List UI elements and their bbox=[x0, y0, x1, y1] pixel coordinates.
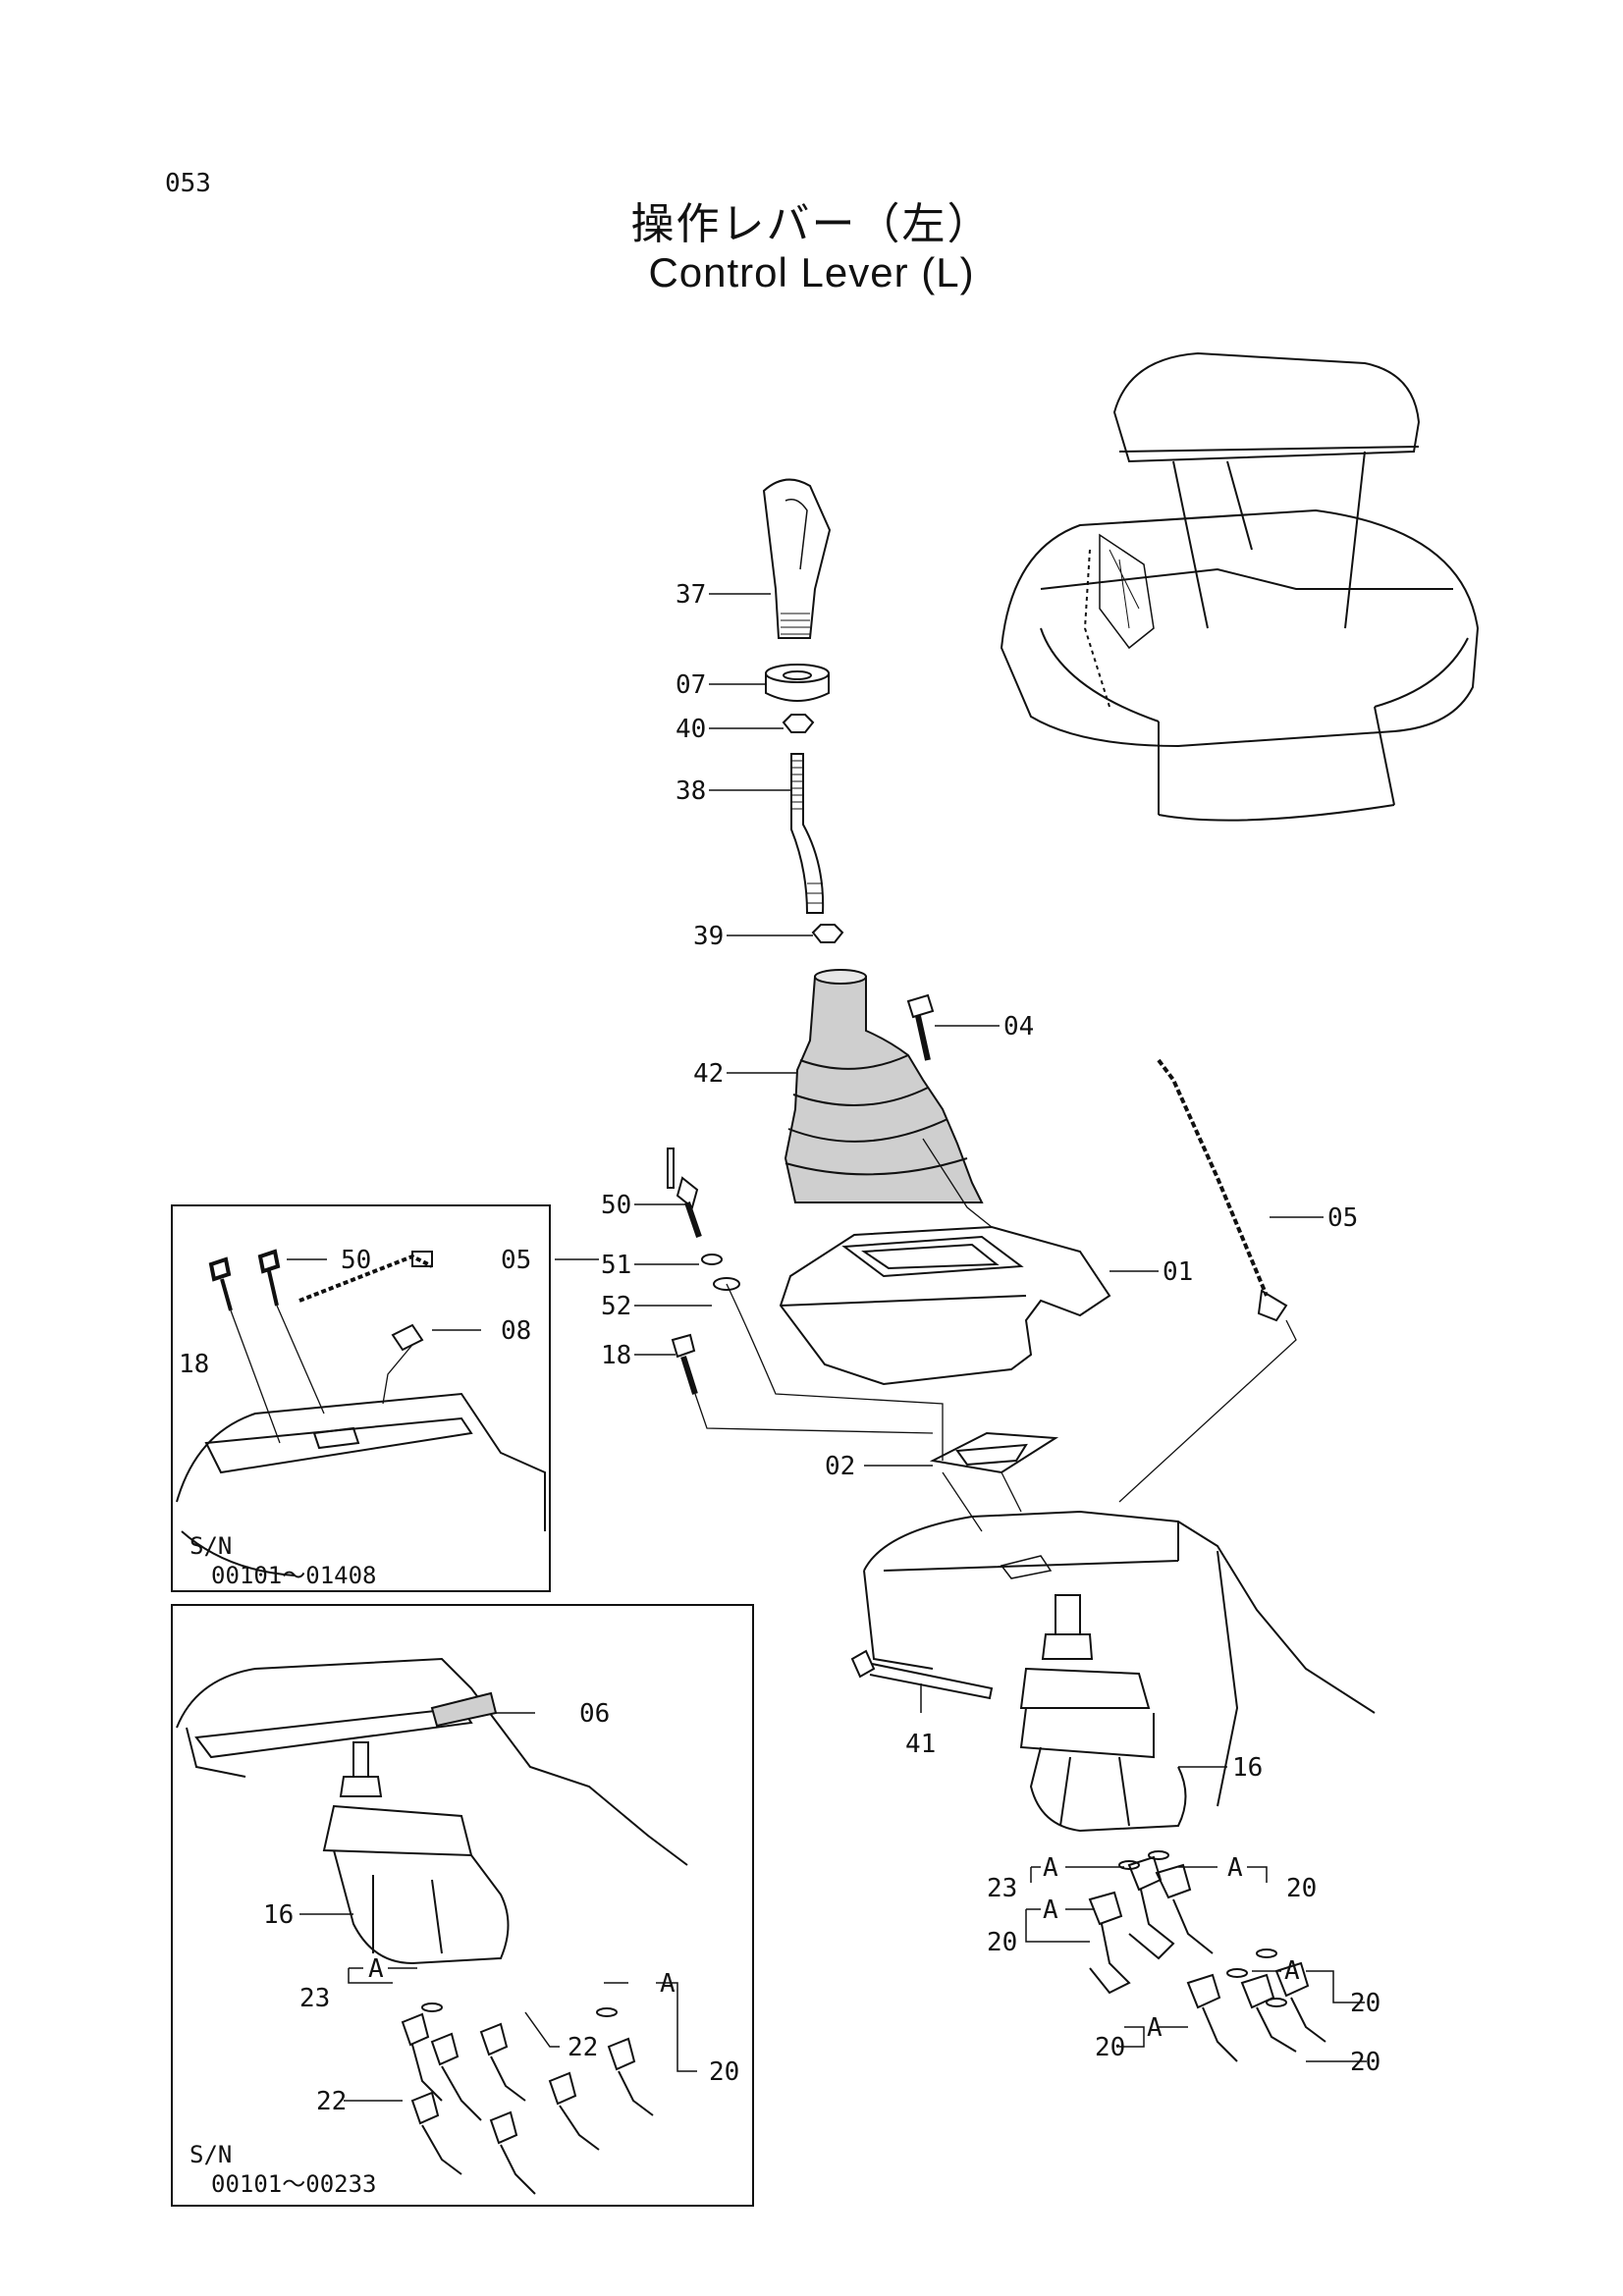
leader-lines-main bbox=[694, 1138, 1297, 1532]
label-20-a: 20 bbox=[1286, 1874, 1317, 1903]
label-52: 52 bbox=[601, 1292, 631, 1321]
label-18: 18 bbox=[601, 1341, 631, 1370]
label-23: 23 bbox=[987, 1874, 1017, 1903]
inset1-label-05: 05 bbox=[501, 1246, 531, 1275]
label-07: 07 bbox=[676, 670, 706, 700]
label-37: 37 bbox=[676, 580, 706, 610]
label-05: 05 bbox=[1327, 1203, 1358, 1233]
label-42: 42 bbox=[693, 1059, 724, 1089]
label-20-c: 20 bbox=[1350, 1989, 1380, 2018]
callout-leaders bbox=[287, 593, 1367, 2102]
inset1-serial-label: S/N bbox=[189, 1532, 233, 1560]
washer-part-52 bbox=[713, 1277, 740, 1291]
label-40: 40 bbox=[676, 715, 706, 744]
label-20-d: 20 bbox=[1095, 2033, 1125, 2062]
inset1-callouts: 50 05 08 18 bbox=[179, 1246, 531, 1379]
console-frame-main bbox=[863, 1510, 1376, 1807]
label-16: 16 bbox=[1232, 1753, 1263, 1783]
inset1-label-50: 50 bbox=[341, 1246, 371, 1275]
bolt-part-04 bbox=[906, 993, 935, 1061]
inset1-label-08: 08 bbox=[501, 1316, 531, 1346]
inset2-label-A-1: A bbox=[368, 1954, 384, 1984]
inset2-label-06: 06 bbox=[579, 1699, 610, 1729]
tie-band-part-41 bbox=[850, 1649, 994, 1700]
inset-frame-early-serial bbox=[171, 1204, 551, 1592]
inset2-serial-range: 00101～00233 bbox=[211, 2170, 377, 2198]
inset2-label-22-a: 22 bbox=[568, 2033, 598, 2062]
inset1-label-18: 18 bbox=[179, 1350, 209, 1379]
label-04: 04 bbox=[1003, 1012, 1034, 1041]
fittings-main bbox=[1088, 1850, 1326, 2062]
page-number: 053 bbox=[165, 169, 211, 198]
label-A-4: A bbox=[1284, 1956, 1300, 1986]
label-50: 50 bbox=[601, 1191, 631, 1220]
plate-part-02 bbox=[929, 1431, 1059, 1474]
stud-part-50 bbox=[667, 1148, 702, 1238]
label-39: 39 bbox=[693, 922, 724, 951]
label-41: 41 bbox=[905, 1730, 936, 1759]
inset1-drawing bbox=[176, 1249, 546, 1576]
bolt-part-18 bbox=[671, 1333, 698, 1395]
rod-part-38 bbox=[790, 753, 825, 914]
grip-part-37 bbox=[762, 478, 832, 639]
inset1-serial-note: S/N 00101～01408 bbox=[189, 1531, 377, 1590]
inset2-drawing bbox=[176, 1657, 688, 2195]
label-02: 02 bbox=[825, 1452, 855, 1481]
inset2-label-A-2: A bbox=[660, 1969, 676, 1999]
page-title-japanese: 操作レバー（左） bbox=[630, 199, 993, 249]
label-A-2: A bbox=[1227, 1853, 1243, 1883]
ring-part-07 bbox=[765, 664, 830, 702]
boot-part-42 bbox=[784, 969, 984, 1203]
main-callouts: 37 07 40 38 39 42 04 05 50 51 52 18 01 0… bbox=[601, 580, 1380, 2077]
label-01: 01 bbox=[1163, 1257, 1193, 1287]
inset2-label-23: 23 bbox=[299, 1984, 330, 2013]
cable-part-05 bbox=[1157, 1058, 1288, 1322]
inset2-serial-note: S/N 00101～00233 bbox=[189, 2140, 377, 2199]
label-A-5: A bbox=[1147, 2013, 1163, 2043]
inset2-serial-label: S/N bbox=[189, 2141, 233, 2168]
label-20-e: 20 bbox=[1350, 2048, 1380, 2077]
label-A-1: A bbox=[1043, 1853, 1058, 1883]
inset2-label-20: 20 bbox=[709, 2057, 739, 2087]
nut-part-40 bbox=[782, 714, 815, 733]
nut-part-39 bbox=[811, 924, 844, 943]
inset-frame-initial-serial bbox=[171, 1604, 754, 2207]
machine-cab-illustration bbox=[1000, 351, 1480, 822]
inset2-label-22-b: 22 bbox=[316, 2087, 347, 2116]
console-cover-part-01 bbox=[779, 1225, 1111, 1386]
page-title-english: Control Lever (L) bbox=[648, 249, 975, 295]
label-38: 38 bbox=[676, 776, 706, 806]
label-20-b: 20 bbox=[987, 1928, 1017, 1957]
pilot-valve-part-16 bbox=[1019, 1594, 1187, 1833]
label-A-3: A bbox=[1043, 1896, 1058, 1925]
inset2-callouts: 06 16 A A 23 22 22 20 bbox=[263, 1699, 739, 2116]
clip-part-51 bbox=[701, 1254, 723, 1265]
inset2-label-16: 16 bbox=[263, 1900, 294, 1930]
inset1-serial-range: 00101～01408 bbox=[211, 1562, 377, 1589]
label-51: 51 bbox=[601, 1251, 631, 1280]
